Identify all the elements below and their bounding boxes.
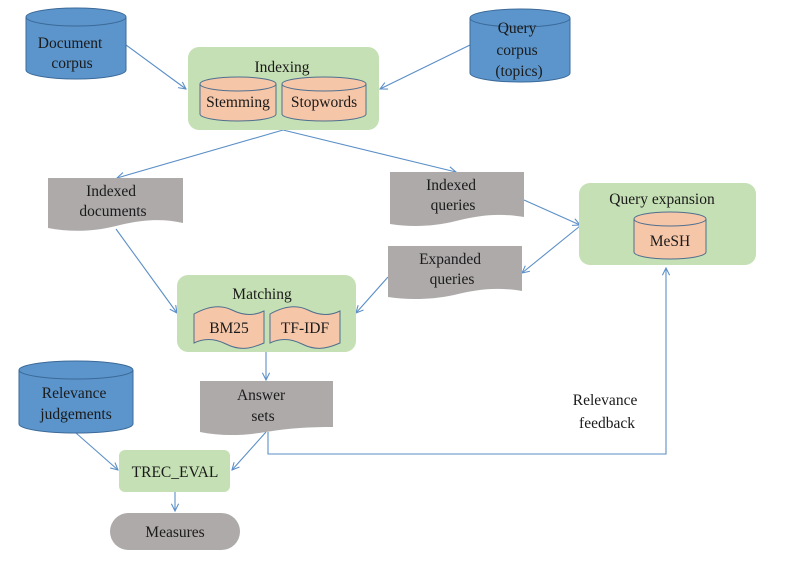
mesh-database: MeSH [633, 211, 707, 260]
relevance-judgements-label-2: judgements [39, 406, 111, 423]
edge-indexed-queries-to-query-expansion [523, 199, 580, 225]
svg-text:Relevance judgements: Relevance judgements [39, 385, 111, 423]
indexed-queries-document: Indexed queries [390, 172, 524, 226]
indexing-process: Indexing Stemming Stopwords [188, 47, 379, 130]
matching-title: Matching [232, 286, 292, 303]
edge-query-corpus-to-indexing [380, 44, 471, 89]
relevance-judgements-database: Relevance judgements [18, 360, 134, 434]
relevance-feedback-label-2: feedback [579, 415, 635, 432]
svg-text:Document corpus: Document corpus [38, 35, 106, 72]
mesh-label: MeSH [650, 233, 690, 250]
edge-relevance-judgements-to-trec-eval [75, 432, 118, 470]
indexed-documents-label-1: Indexed [86, 183, 136, 200]
query-corpus-label-1: Query [498, 20, 537, 37]
answer-sets-label-2: sets [251, 408, 274, 425]
indexed-documents-label-2: documents [79, 203, 146, 220]
query-expansion-process: Query expansion MeSH [579, 183, 756, 265]
document-shape [390, 172, 524, 226]
edge-indexing-to-indexed-documents [117, 129, 284, 178]
relevance-judgements-label-1: Relevance [42, 385, 107, 402]
trec-eval-process: TREC_EVAL [119, 450, 230, 492]
query-expansion-title: Query expansion [609, 191, 715, 208]
indexed-queries-label-1: Indexed [426, 177, 476, 194]
document-corpus-database: Document corpus [25, 7, 127, 80]
edge-indexing-to-indexed-queries [282, 129, 456, 172]
stemming-database: Stemming [199, 76, 277, 122]
tf-idf-tape: TF-IDF [269, 306, 341, 349]
indexed-documents-document: Indexed documents [48, 178, 183, 231]
relevance-feedback-label: Relevance feedback [573, 392, 641, 432]
document-shape [388, 246, 522, 300]
document-corpus-label-2: corpus [51, 55, 92, 72]
stopwords-database: Stopwords [281, 76, 367, 122]
svg-text:Indexed documents: Indexed documents [79, 183, 146, 220]
cylinder-body [469, 18, 571, 83]
expanded-queries-label-2: queries [430, 271, 475, 288]
expanded-queries-label-1: Expanded [419, 251, 481, 268]
stemming-label: Stemming [206, 94, 270, 111]
trec-eval-title: TREC_EVAL [132, 464, 219, 481]
tf-idf-label: TF-IDF [281, 320, 330, 337]
measures-title: Measures [145, 524, 204, 541]
document-shape [200, 381, 333, 435]
document-corpus-label-1: Document [38, 35, 103, 52]
answer-sets-label-1: Answer [237, 387, 286, 404]
cylinder-top [18, 360, 134, 380]
indexed-queries-label-2: queries [431, 197, 476, 214]
cylinder-body [18, 370, 134, 434]
process-box [119, 450, 230, 492]
cylinder-top [25, 7, 127, 27]
terminator-shape [110, 513, 240, 550]
bm25-tape: BM25 [193, 306, 265, 349]
bm25-label: BM25 [209, 320, 249, 337]
document-shape [48, 178, 183, 231]
cylinder-body [25, 17, 127, 80]
expanded-queries-document: Expanded queries [388, 246, 522, 300]
query-corpus-database: Query corpus (topics) [469, 8, 571, 83]
svg-text:Answer sets: Answer sets [237, 387, 289, 425]
matching-process: Matching BM25 TF-IDF [177, 275, 356, 352]
edge-document-corpus-to-indexing [125, 44, 186, 89]
stopwords-label: Stopwords [291, 94, 357, 111]
edges [75, 44, 666, 511]
query-corpus-label-3: (topics) [495, 63, 542, 80]
edge-indexed-documents-to-matching [115, 228, 177, 313]
edge-relevance-feedback [267, 268, 666, 455]
query-corpus-label-2: corpus [496, 42, 537, 59]
edge-query-expansion-to-expanded-queries [522, 225, 581, 273]
indexing-title: Indexing [254, 59, 309, 76]
edge-expanded-queries-to-matching [356, 276, 389, 313]
relevance-feedback-label-1: Relevance [573, 392, 638, 409]
edge-answer-sets-to-trec-eval [232, 431, 267, 470]
svg-text:Expanded queries: Expanded queries [419, 251, 485, 288]
measures-terminator: Measures [110, 513, 240, 550]
svg-text:Indexed queries: Indexed queries [426, 177, 480, 214]
answer-sets-document: Answer sets [200, 381, 333, 435]
svg-text:Query corpus (topi: Query corpus (topics) [495, 20, 542, 80]
cylinder-top [469, 8, 571, 28]
